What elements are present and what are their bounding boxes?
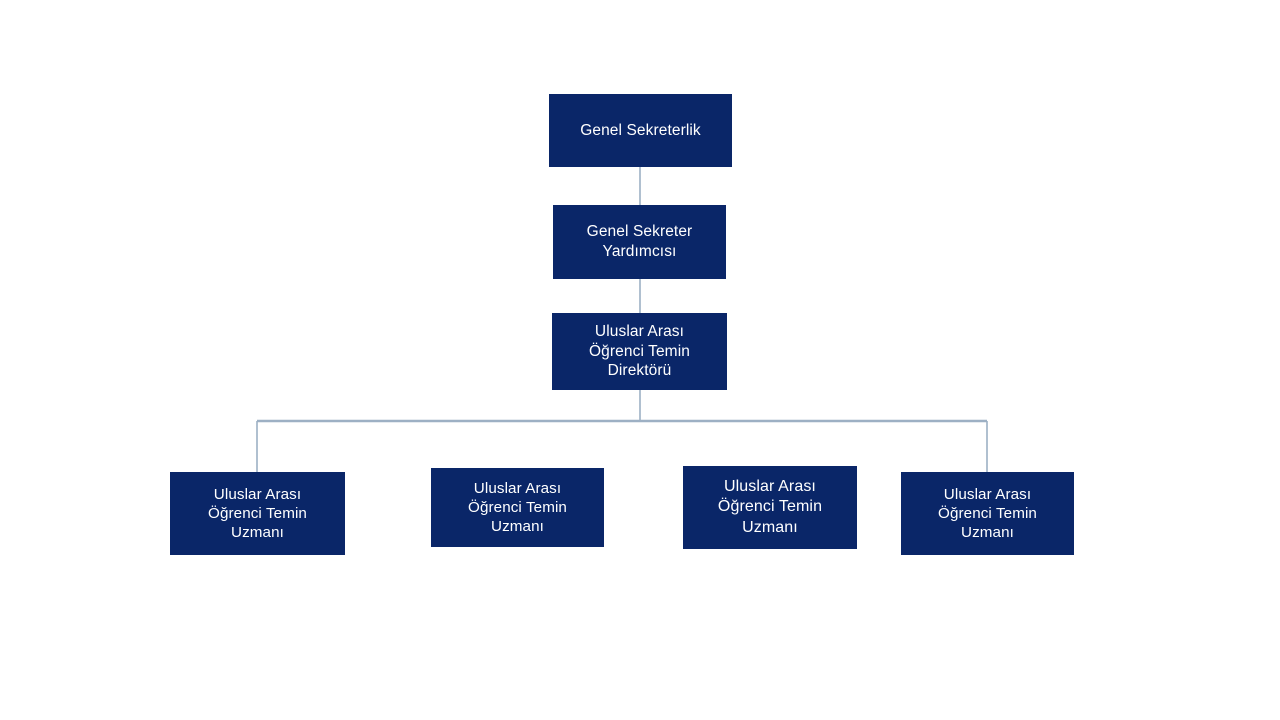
org-node-specialist-4[interactable]: Uluslar Arası Öğrenci Temin Uzmanı [901, 472, 1074, 555]
org-node-specialist-2[interactable]: Uluslar Arası Öğrenci Temin Uzmanı [431, 468, 604, 547]
org-node-general-secretariat[interactable]: Genel Sekreterlik [549, 94, 732, 167]
org-node-specialist-1[interactable]: Uluslar Arası Öğrenci Temin Uzmanı [170, 472, 345, 555]
org-node-specialist-3[interactable]: Uluslar Arası Öğrenci Temin Uzmanı [683, 466, 857, 549]
org-node-director[interactable]: Uluslar Arası Öğrenci Temin Direktörü [552, 313, 727, 390]
org-node-deputy-secretary[interactable]: Genel Sekreter Yardımcısı [553, 205, 726, 279]
